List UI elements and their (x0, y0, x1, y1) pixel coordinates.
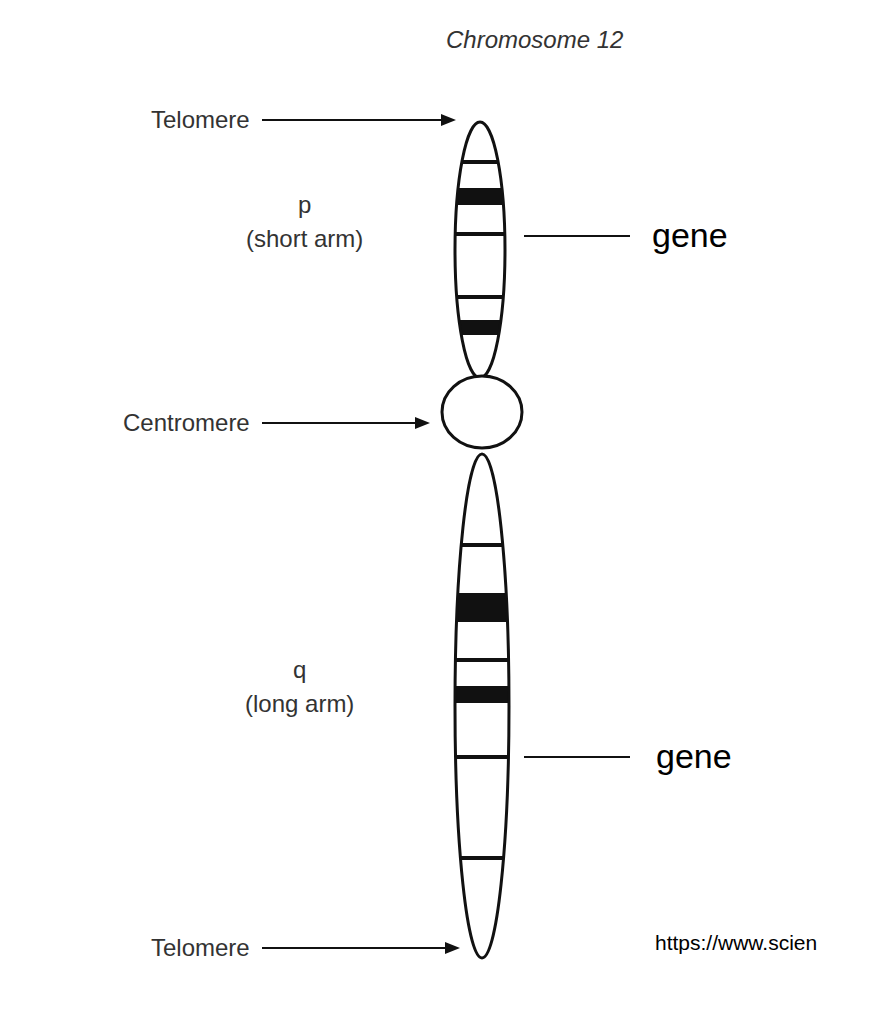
arm-label: q (293, 657, 306, 683)
source-url: https://www.scien (655, 931, 817, 954)
p-arm-bands (440, 162, 520, 335)
centromere-circle (442, 376, 522, 448)
arm-label: p (298, 192, 311, 218)
q-arm-bands (440, 545, 530, 858)
diagram-title: Chromosome 12 (446, 27, 623, 53)
telomere-label: Telomere (151, 107, 250, 133)
arm-label: (long arm) (245, 691, 354, 717)
gene-label: gene (656, 738, 732, 775)
p-arm-outline (455, 122, 505, 378)
centromere-label: Centromere (123, 410, 250, 436)
q-arm-outline (455, 454, 509, 958)
arm-label: (short arm) (246, 226, 363, 252)
telomere-label: Telomere (151, 935, 250, 961)
gene-label: gene (652, 217, 728, 254)
gene-leader-lines (524, 236, 630, 757)
